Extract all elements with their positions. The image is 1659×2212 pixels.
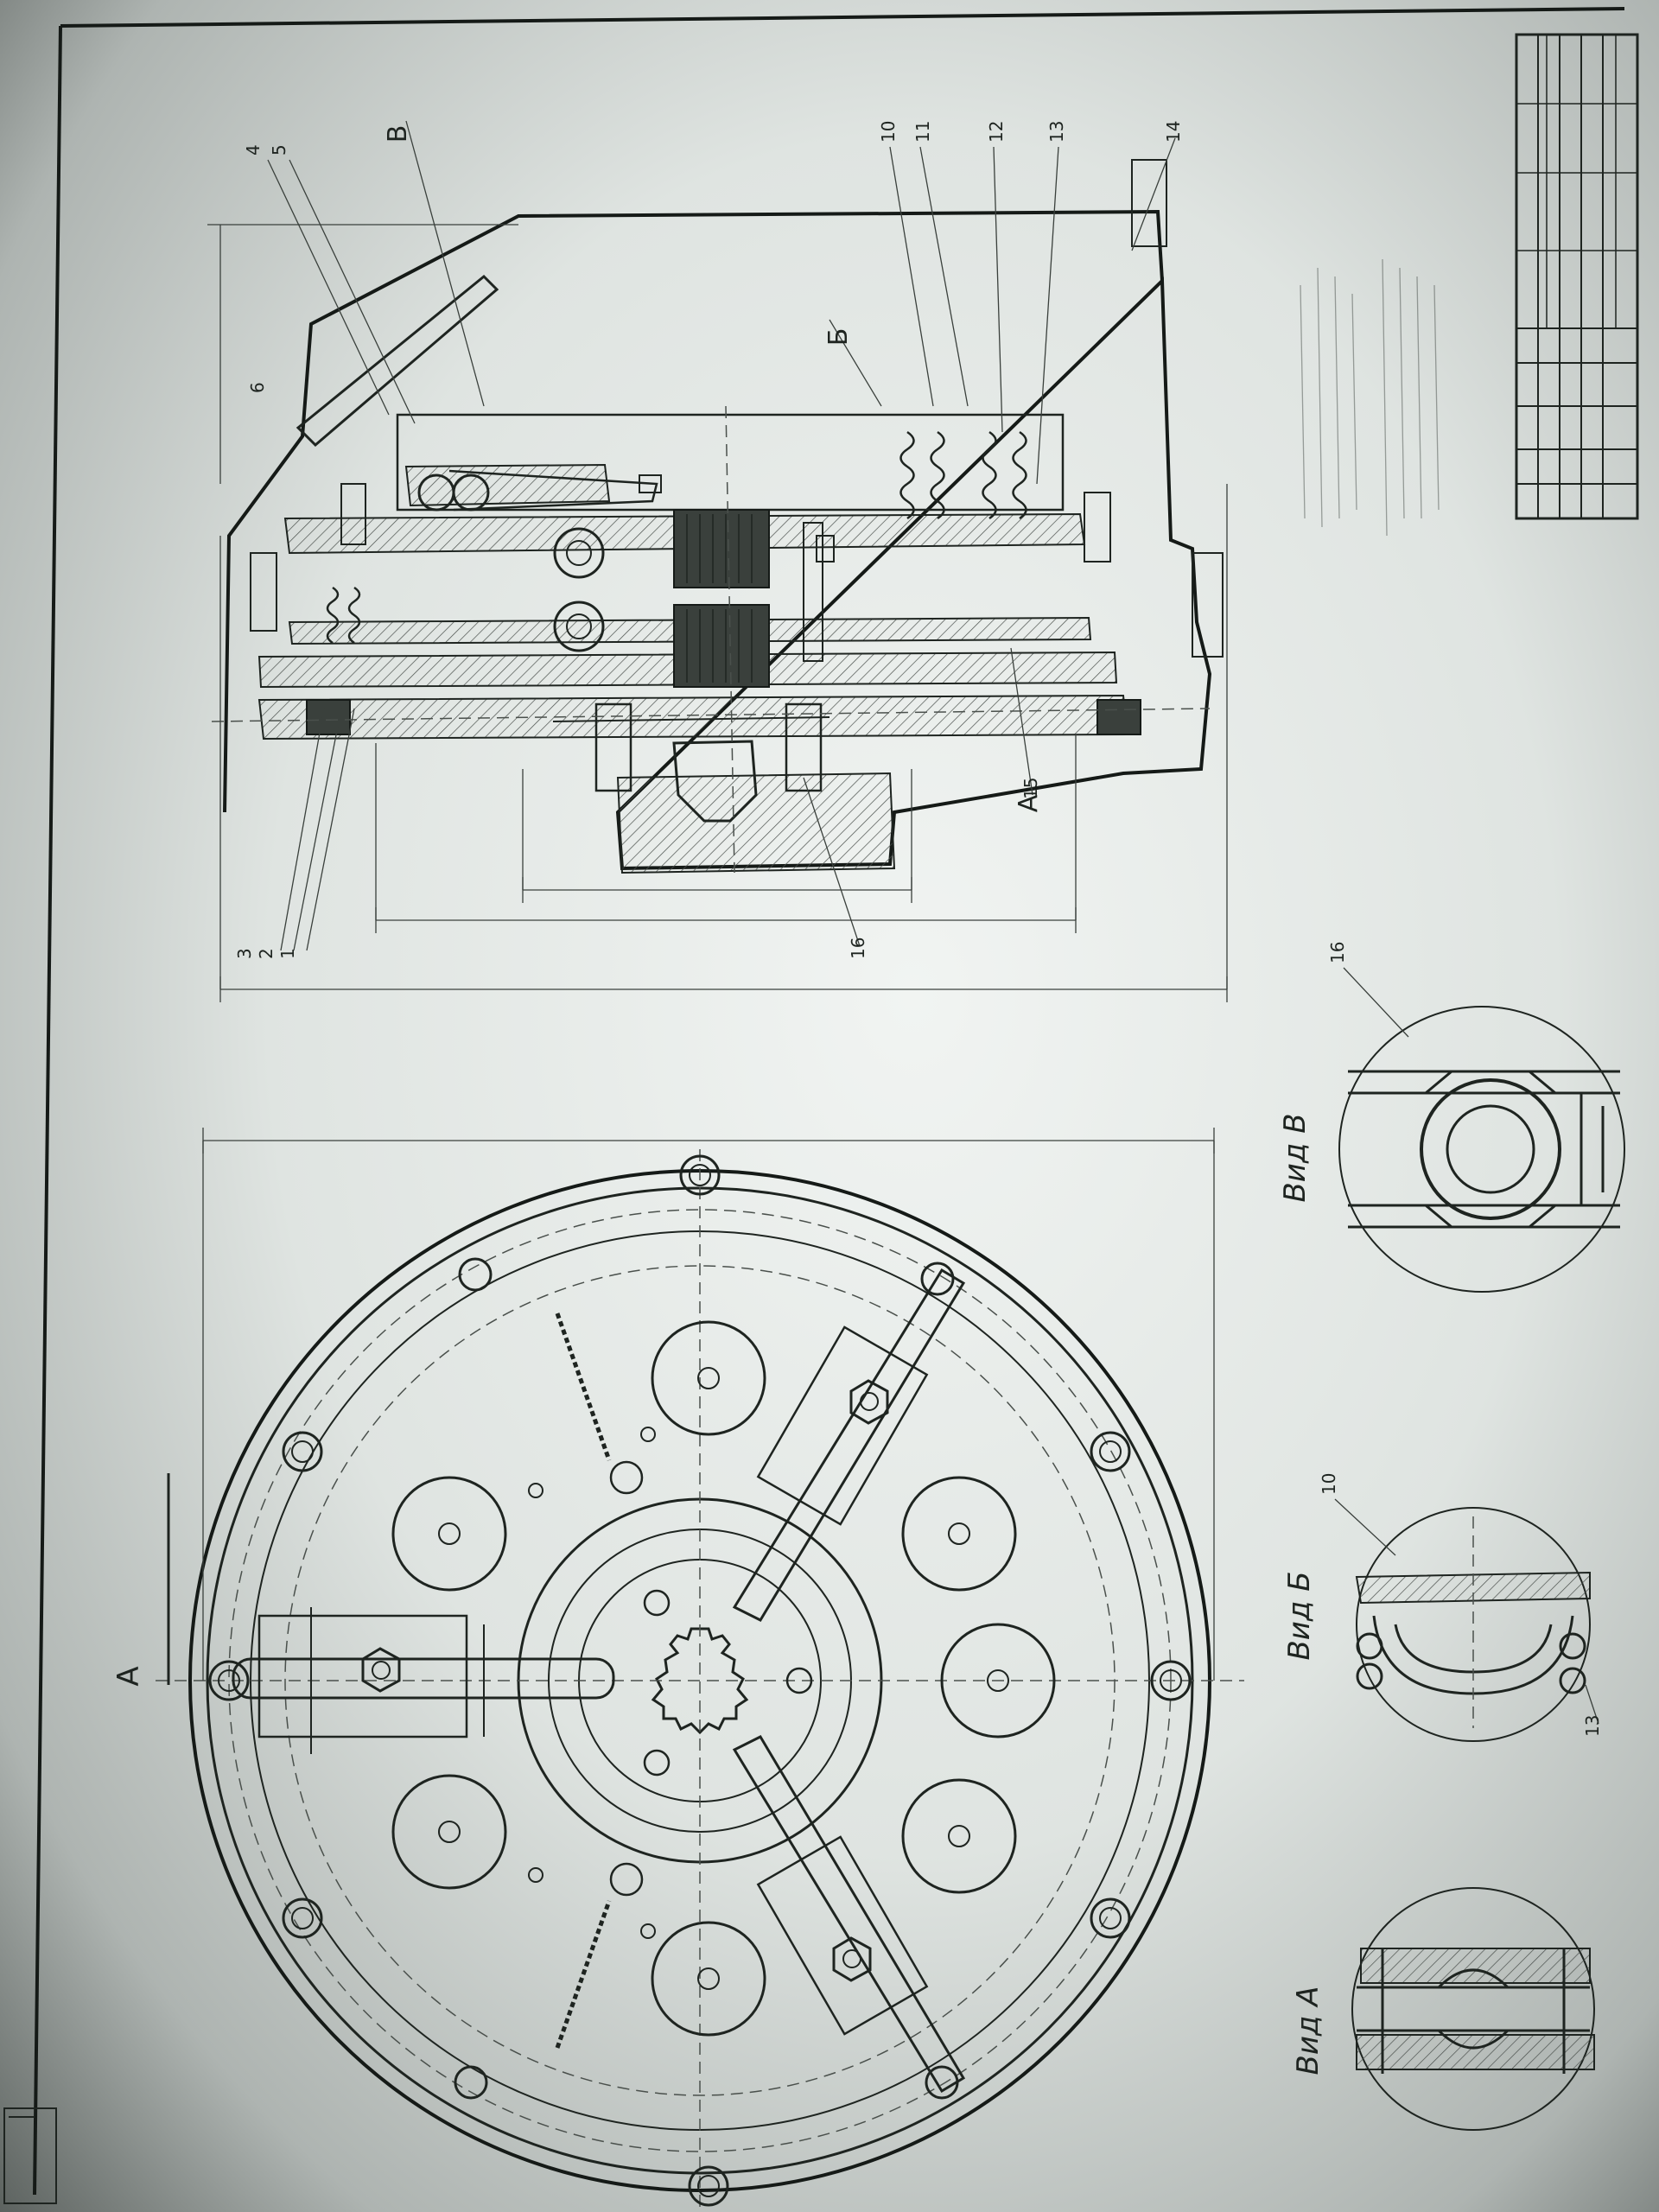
callout-4: 4 <box>243 144 264 156</box>
callout-14: 14 <box>1163 121 1184 143</box>
view-v-title: Вид В <box>1278 1113 1313 1202</box>
callout-15: 15 <box>1020 778 1041 799</box>
detail-view-b <box>1355 1507 1591 1742</box>
callout-13-detail: 13 <box>1582 1715 1603 1737</box>
section-a-label-front: А <box>111 1666 146 1686</box>
clutch-section-view <box>207 120 1228 1002</box>
callout-10-detail: 10 <box>1319 1473 1339 1495</box>
callout-5: 5 <box>269 144 289 156</box>
title-block <box>1515 33 1639 520</box>
callout-16-detail: 16 <box>1327 942 1348 963</box>
release-lever-lower <box>732 1735 966 2094</box>
spring-pockets <box>391 1320 1056 2037</box>
section-v-label: В <box>383 125 413 143</box>
bolts <box>250 159 1224 662</box>
clutch-front-view <box>156 1128 1244 2212</box>
dimension-lines <box>207 224 1228 1002</box>
section-b-label: Б <box>823 328 854 346</box>
release-levers <box>417 469 662 652</box>
sheet-frame <box>3 7 1625 2204</box>
callout-11: 11 <box>912 121 933 143</box>
callout-6: 6 <box>247 382 268 393</box>
leader-lines <box>267 120 1176 951</box>
callout-13: 13 <box>1046 121 1067 143</box>
detail-view-v <box>1338 1006 1625 1293</box>
callout-3: 3 <box>234 948 255 959</box>
release-lever-upper <box>732 1268 966 1622</box>
section-a-label: А <box>1014 794 1044 812</box>
hub-shaft <box>552 702 896 874</box>
callout-10: 10 <box>878 121 899 143</box>
labels: Вид А Вид Б Вид В А А Б В 1 2 3 4 5 6 10… <box>111 121 1603 2075</box>
callout-16: 16 <box>848 938 868 959</box>
callout-12: 12 <box>986 121 1007 143</box>
splined-hub <box>651 1627 749 1735</box>
friction-discs <box>673 509 770 688</box>
callout-1: 1 <box>277 948 298 959</box>
detail-view-a <box>1351 1887 1595 2131</box>
perimeter-bolt-holes <box>208 1154 1192 2207</box>
view-a-title: Вид А <box>1291 1986 1325 2075</box>
technical-notes <box>1300 258 1440 537</box>
view-b-title: Вид Б <box>1282 1571 1317 1660</box>
callout-2: 2 <box>256 948 276 959</box>
pressure-springs <box>326 430 1027 645</box>
release-lever-left <box>232 1607 615 1754</box>
